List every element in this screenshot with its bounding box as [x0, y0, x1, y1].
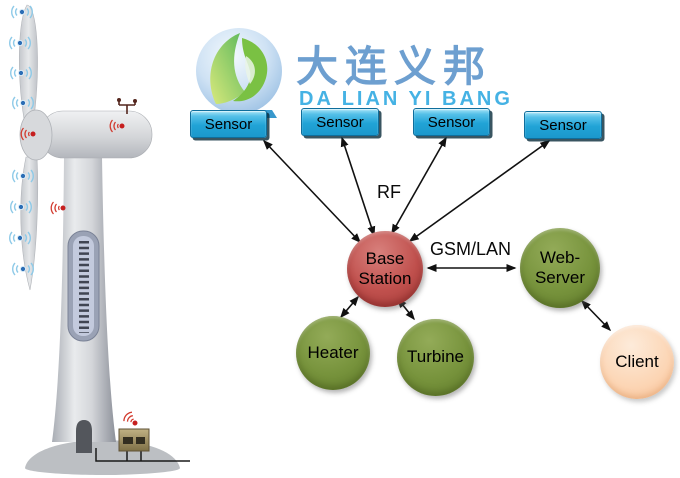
node-label: Server [534, 268, 586, 287]
arrow-sensor2-base [340, 136, 376, 237]
node-client: Client [600, 325, 674, 399]
brand-name-english: DA LIAN YI BANG [299, 88, 513, 110]
node-label: Turbine [406, 347, 464, 367]
anemometer-icon [118, 101, 136, 114]
foundation [25, 440, 180, 475]
tower-ladder [67, 230, 100, 342]
node-turbine: Turbine [397, 319, 474, 396]
wind-turbine-icon [9, 4, 190, 475]
node-web-server: Web- Server [520, 228, 600, 308]
sensor-box-3: Sensor [413, 108, 490, 136]
sensor-box-4: Sensor [524, 111, 602, 139]
node-label: Web- [539, 247, 581, 267]
sensor-label: Sensor [204, 115, 253, 133]
nacelle [39, 110, 153, 159]
arrow-webserver-client [580, 299, 612, 332]
node-label: Heater [307, 342, 359, 362]
gsm-lan-link-label: GSM/LAN [430, 239, 512, 259]
arrow-base-heater [340, 295, 359, 319]
node-label: Station [358, 269, 412, 288]
sensor-label: Sensor [427, 113, 476, 131]
brand-logo-icon [186, 26, 292, 118]
sensor-label: Sensor [316, 113, 364, 131]
arrow-sensor1-base [262, 139, 362, 244]
sensor-box-1: Sensor [190, 110, 267, 138]
brand-name-chinese: 大连义邦 [296, 42, 493, 91]
sensor-box-2: Sensor [301, 108, 379, 136]
wind-turbine-illustration [0, 0, 210, 478]
node-base-station: Base Station [347, 231, 423, 307]
tower-door [76, 420, 92, 453]
node-heater: Heater [296, 316, 370, 390]
lower-blade [20, 156, 39, 291]
node-label: Base [365, 248, 405, 268]
hub [19, 109, 53, 161]
ground-wires [95, 448, 190, 462]
sensor-label: Sensor [539, 116, 587, 134]
node-label: Client [615, 351, 659, 371]
arrow-sensor4-base [408, 140, 551, 242]
base-transmitter-box [118, 428, 150, 452]
rf-link-label: RF [377, 182, 401, 202]
